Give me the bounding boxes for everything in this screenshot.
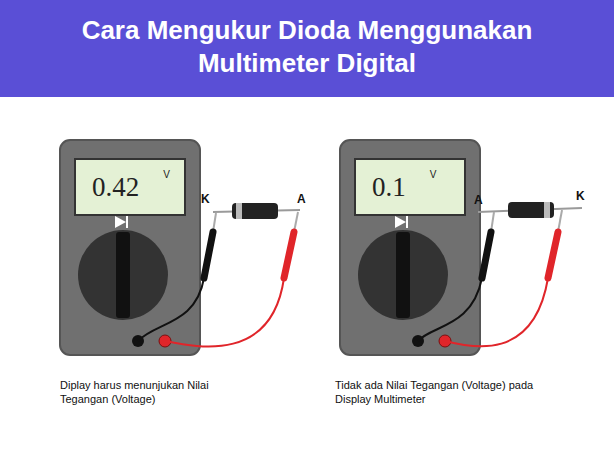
selector-dial <box>358 230 448 320</box>
selector-dial <box>78 230 168 320</box>
black-probe <box>204 232 213 278</box>
lcd-display: 0.42 V <box>74 158 186 216</box>
caption-note: Tidak ada Nilai Tegangan (Voltage) pada … <box>335 378 535 407</box>
reading-value: 0.42 <box>92 172 139 203</box>
red-probe <box>548 232 558 278</box>
red-wire <box>165 278 284 346</box>
red-probe <box>284 232 294 278</box>
diode-symbol <box>395 216 406 228</box>
diode <box>213 203 300 219</box>
pin-label: A <box>474 193 483 207</box>
pin-label: A <box>297 192 306 206</box>
unit-symbol: V <box>163 169 170 180</box>
black-wire <box>138 278 204 341</box>
multimeter-body <box>340 140 480 355</box>
black-probe <box>482 232 491 278</box>
multimeter-body <box>60 140 200 355</box>
cathode-band <box>544 202 550 218</box>
dial-knob <box>116 232 130 318</box>
dial-knob <box>396 232 410 318</box>
diode-body <box>508 202 554 218</box>
pin-label: K <box>201 192 210 206</box>
reading-value: 0.1 <box>372 172 406 203</box>
pin-label: K <box>576 189 585 203</box>
red-wire <box>445 278 548 346</box>
multimeter <box>340 140 480 355</box>
caption-note: Diplay harus menunjukan Nilai Tegangan (… <box>60 378 225 407</box>
lcd-display: 0.1 V <box>354 158 466 216</box>
diode-body <box>232 203 278 219</box>
unit-symbol: V <box>430 169 437 180</box>
diode-symbol-bar <box>126 216 128 228</box>
multimeter <box>60 140 200 355</box>
title: Cara Mengukur Dioda Menggunakan Multimet… <box>37 14 577 79</box>
title-banner <box>0 0 614 97</box>
cathode-band <box>236 203 242 219</box>
diode-symbol-bar <box>406 216 408 228</box>
diode-symbol <box>115 216 126 228</box>
test-probes <box>418 210 562 346</box>
test-probes <box>138 212 298 346</box>
black-wire <box>418 278 482 341</box>
